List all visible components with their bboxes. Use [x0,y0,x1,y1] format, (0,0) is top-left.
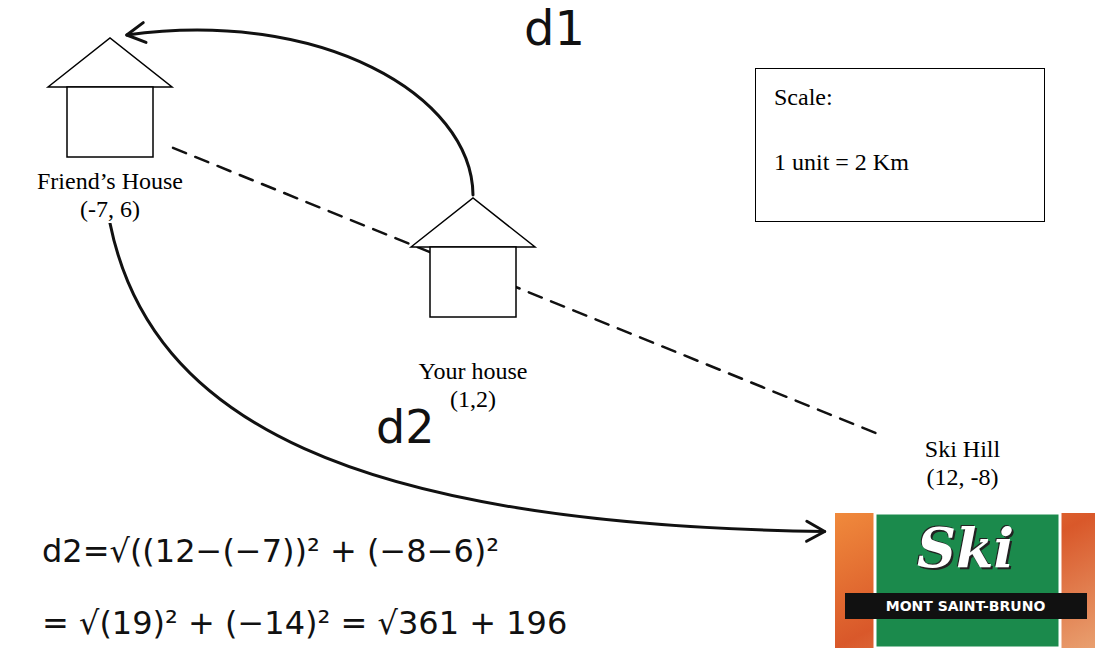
ski-hill: Ski Hill(12, -8) SkiMONT SAINT-BRUNO [830,436,1095,648]
house-wall [430,247,516,317]
scale-value: 1 unit = 2 Km [774,148,1026,177]
formula-line: = √(19)² + (−14)² = √361 + 196 [38,604,571,642]
distance-label: d2 [372,400,438,454]
house: Your house(1,2) [388,195,558,413]
coordinates: (-7, 6) [77,196,143,224]
logo-ground [835,513,1095,648]
house-icon [408,195,538,320]
coordinates: (12, -8) [924,464,1002,492]
scale-box: Scale: 1 unit = 2 Km [755,68,1045,222]
place-name: Ski Hill [922,436,1003,464]
distance-arrow [110,223,825,531]
house-icon [45,35,175,160]
house-wall [67,87,153,157]
coordinates: (1,2) [447,386,499,414]
house-roof [48,38,172,87]
scale-heading: Scale: [774,83,1026,112]
logo-black-band [845,593,1087,619]
place-name: Your house [416,358,531,386]
house: Friend’s House(-7, 6) [5,35,215,223]
ski-logo: SkiMONT SAINT-BRUNO [835,513,1095,648]
logo-band-text: MONT SAINT-BRUNO [845,593,1087,619]
formula-line: d2=√((12−(−7))² + (−8−6)² [38,532,503,570]
logo-word: Ski [835,521,1095,575]
house-roof [411,198,535,247]
distance-label: d1 [520,0,589,56]
place-name: Friend’s House [34,168,186,196]
